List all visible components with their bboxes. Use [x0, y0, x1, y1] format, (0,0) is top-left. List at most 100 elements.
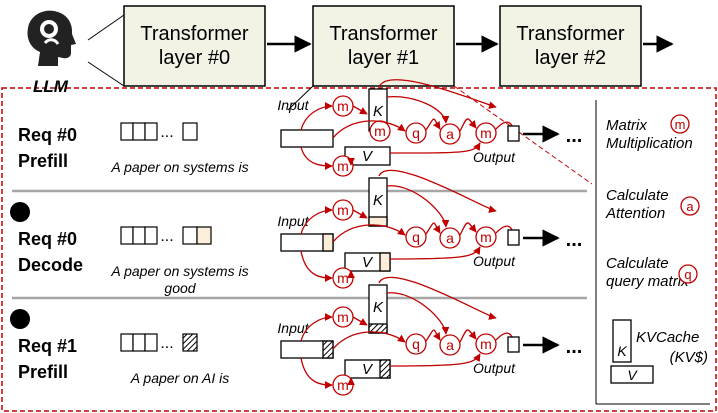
output-label-2: Output: [473, 360, 516, 376]
v-label-0: V: [362, 148, 374, 165]
last-token-box: [182, 122, 198, 141]
input-label-2: Input: [277, 320, 309, 336]
flow-v-to-m-0: [389, 142, 481, 154]
matmul-out-2-label: m: [480, 336, 492, 352]
flow-a-to-m-1: [459, 222, 477, 236]
flow-k-dash-0: [378, 79, 497, 109]
output-label-0: Output: [473, 149, 516, 165]
token-box: [132, 333, 146, 352]
outer-dashed-border: [1, 87, 717, 412]
output-ellipsis-1: ...: [566, 229, 583, 251]
flow-input-to-mk-2: [300, 313, 333, 342]
legend-v-label: V: [627, 367, 638, 383]
output-ellipsis-0: ...: [566, 125, 583, 147]
output-box-0: [507, 125, 520, 142]
flow-a-to-m-0: [459, 118, 477, 132]
legend-v-box: [610, 365, 654, 384]
head-silhouette-icon: [27, 10, 76, 67]
flow-input-to-mv-1: [300, 250, 333, 282]
matmul-k-1: m: [332, 199, 354, 221]
input-new-token-1: [322, 233, 334, 252]
matmul-out-2: m: [475, 333, 497, 355]
zoom-line-left: [287, 85, 314, 111]
prompt-text-0-0: A paper on systems is: [110, 159, 248, 175]
matmul-v-2: m: [332, 374, 354, 396]
output-box-2: [507, 336, 520, 353]
v-label-2: V: [362, 361, 374, 378]
matmul-out-0-label: m: [480, 125, 492, 141]
attention-op-1-label: a: [446, 230, 454, 246]
matmul-v-1: m: [332, 267, 354, 289]
flow-k-to-a-1: [386, 185, 450, 228]
transformer-layer-0: Transformer layer #0: [123, 5, 266, 87]
query-op-2: q: [405, 333, 427, 355]
token-sequence-2: ...: [120, 333, 198, 352]
legend-symbol-0-label: m: [675, 117, 686, 132]
token-box: [132, 226, 146, 245]
flow-q-to-a-2: [425, 329, 441, 342]
input-label-1: Input: [277, 213, 309, 229]
legend-k-box: [612, 319, 632, 363]
output-box-1: [507, 229, 520, 246]
matmul-k-0-label: m: [337, 98, 349, 114]
legend-kv-line2: (KV$): [670, 349, 708, 366]
legend-1-line1: Calculate: [606, 187, 669, 204]
layer-0-line2: layer #0: [159, 47, 230, 69]
request-2-line2: Prefill: [18, 362, 68, 382]
llm-label: LLM: [33, 77, 69, 96]
last-token-box: [182, 226, 198, 245]
llm-connector-bottom: [87, 61, 125, 87]
flow-a-to-m-2: [459, 329, 477, 343]
token-box: [120, 122, 134, 141]
matmul-v-1-label: m: [337, 270, 349, 286]
flow-input-to-mv-2: [300, 357, 333, 389]
k-label-2: K: [373, 299, 384, 316]
matmul-q-0: m: [369, 120, 391, 142]
input-new-token-2: [322, 340, 334, 359]
token-ellipsis-2: ...: [160, 335, 173, 352]
request-1-line2: Decode: [18, 255, 83, 275]
attention-op-2: a: [439, 334, 461, 356]
step-marker-1-label: 1: [16, 205, 23, 220]
token-sequence-0: ...: [120, 122, 198, 141]
llm-connector-top: [87, 14, 125, 41]
matmul-k-2: m: [332, 306, 354, 328]
request-0-line2: Prefill: [18, 151, 68, 171]
token-box: [144, 226, 158, 245]
matmul-v-0: m: [332, 155, 354, 177]
flow-input-to-q-0: [332, 120, 406, 139]
flow-q-to-a-0: [425, 118, 441, 131]
matmul-v-0-label: m: [337, 158, 349, 174]
matmul-v-2-label: m: [337, 377, 349, 393]
flow-mk-to-k-0: [352, 105, 368, 115]
k-cache-new-1: [368, 216, 388, 227]
matmul-k-0: m: [332, 95, 354, 117]
step-marker-2: 2: [10, 309, 30, 329]
flow-mk-to-k-1: [352, 209, 368, 219]
query-op-2-label: q: [412, 336, 420, 352]
last-token-box: [182, 333, 198, 352]
matmul-out-0: m: [475, 122, 497, 144]
legend-symbol-2-label: q: [684, 267, 691, 282]
matmul-k-1-label: m: [337, 202, 349, 218]
legend-0-line1: Matrix: [606, 117, 647, 134]
flow-input-to-q-1: [332, 224, 406, 243]
k-cache-new-2: [368, 323, 388, 334]
legend-symbol-0: [670, 114, 690, 134]
flow-mk-to-k-2: [352, 316, 368, 326]
transformer-layer-1: Transformer layer #1: [312, 5, 455, 87]
token-box: [120, 333, 134, 352]
step-marker-2-circle: [10, 309, 30, 329]
matmul-k-2-label: m: [337, 309, 349, 325]
prompt-text-1-1: good: [164, 280, 196, 296]
token-box: [132, 122, 146, 141]
token-ellipsis-1: ...: [160, 228, 173, 245]
flow-k-dash-2: [378, 276, 497, 320]
layer-2-line1: Transformer: [516, 23, 625, 45]
legend-2-line1: Calculate: [606, 255, 669, 272]
legend-symbol-1-label: a: [686, 199, 694, 214]
